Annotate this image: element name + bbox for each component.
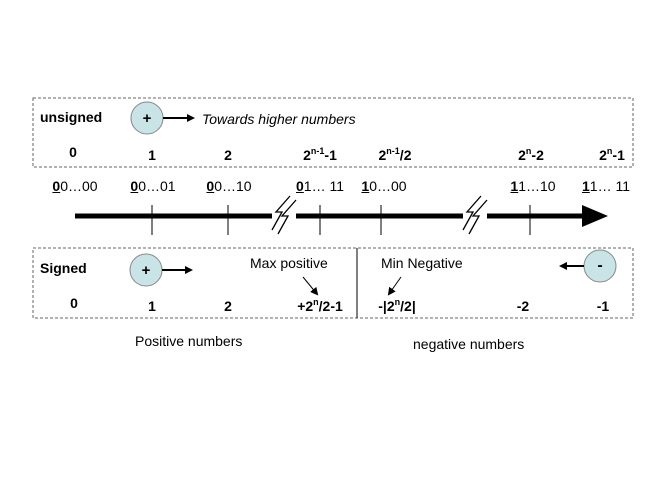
bit-pattern-0: 00…00 <box>52 178 98 194</box>
signed-minus-sign: - <box>597 257 603 274</box>
signed-box <box>32 247 634 319</box>
signed-value-1: 1 <box>148 298 156 314</box>
signed-value-2: 2 <box>224 298 232 314</box>
unsigned-plus-sign: + <box>142 110 152 127</box>
unsigned-value-1: 1 <box>148 147 156 163</box>
break-symbol-right <box>462 195 488 235</box>
bit-pattern-minus-1: 11… 11 <box>581 178 631 194</box>
unsigned-value-0: 0 <box>69 144 77 160</box>
bit-pattern-2: 00…10 <box>206 178 252 194</box>
tick-marks <box>151 205 531 235</box>
max-positive-pointer <box>302 276 319 296</box>
unsigned-title: unsigned <box>40 109 103 125</box>
min-negative-label: Min Negative <box>381 255 463 271</box>
bit-pattern-min-negative: 10…00 <box>361 178 407 194</box>
number-line-arrowhead <box>582 205 608 227</box>
positive-numbers-caption: Positive numbers <box>135 333 243 349</box>
signed-title: Signed <box>40 260 87 276</box>
unsigned-direction-label: Towards higher numbers <box>202 111 356 127</box>
signed-plus-sign: + <box>141 262 151 279</box>
signed-value-minus-2: -2 <box>516 298 530 314</box>
signed-value-min-negative: -|2n/2| <box>378 297 416 314</box>
bit-pattern-minus-2: 11…10 <box>510 178 556 194</box>
unsigned-value-half: 2n-1/2 <box>378 146 412 163</box>
min-negative-pointer <box>387 276 402 296</box>
negative-numbers-caption: negative numbers <box>413 336 525 352</box>
unsigned-box <box>32 97 634 168</box>
signed-value-0: 0 <box>70 295 78 311</box>
unsigned-value-2: 2 <box>224 147 232 163</box>
signed-value-minus-1: -1 <box>596 298 610 314</box>
break-symbol-left <box>271 195 297 235</box>
unsigned-value-max-minus-1: 2n-2 <box>518 146 544 163</box>
unsigned-value-max: 2n-1 <box>599 146 625 163</box>
unsigned-value-half-minus-1: 2n-1-1 <box>303 146 337 163</box>
bit-pattern-max-positive: 01… 11 <box>295 178 345 194</box>
bit-pattern-1: 00…01 <box>130 178 176 194</box>
max-positive-label: Max positive <box>250 255 328 271</box>
signed-value-max-positive: +2n/2-1 <box>297 297 343 314</box>
